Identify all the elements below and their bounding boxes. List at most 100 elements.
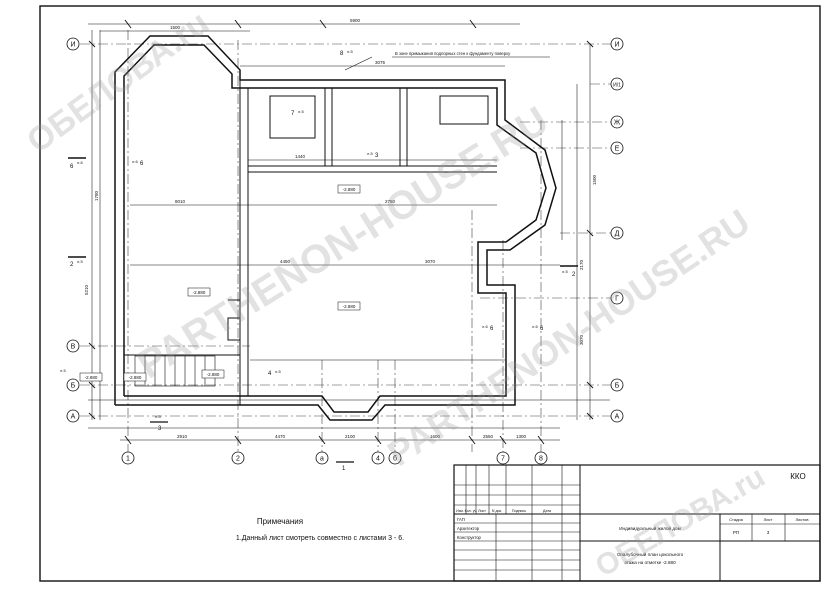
tb-project-name: Индивидуальный жилой дом [619, 525, 681, 531]
dim-mid-a: 8010 [175, 199, 186, 204]
level-mark-3: -2.880 [193, 290, 206, 295]
level-marks: -2.880 -2.880 -2.880 -2.880 -2.880 -2.88… [79, 184, 361, 382]
dim-bottom-a: 2910 [177, 434, 188, 439]
tb-header-kol: Кол. уч. [465, 509, 478, 513]
tb-stage-value: РП [733, 530, 739, 535]
section-6-left: 6 [70, 164, 74, 170]
title-block-roles: ГАП Архитектор Конструктор [457, 517, 482, 540]
tb-stage-header: Стадия [729, 517, 743, 522]
tb-role-architect: Архитектор [457, 526, 480, 531]
dim-top-b: 3075 [375, 60, 386, 65]
dim-right-a: 1500 [592, 174, 597, 185]
dim-mid-e: 2750 [385, 199, 396, 204]
section-5-left-sheet: л.5 [60, 368, 66, 373]
axis-label-right-a: А [615, 414, 620, 421]
fragment-6b: 6 [490, 326, 494, 332]
fragment-6b-sheet: л.6 [482, 324, 488, 329]
title-block-headers: Изм. Кол. уч. Лист N док. Подпись Дата [456, 509, 551, 513]
axis-label-1: 1 [126, 456, 130, 463]
tb-header-ndok: N док. [492, 509, 502, 513]
dim-top-total: 5900 [350, 18, 361, 23]
dim-bottom-c: 2100 [345, 434, 356, 439]
fragment-4: 4 [268, 371, 272, 377]
tb-header-list: Лист [478, 509, 486, 513]
level-mark-5: -2.880 [129, 375, 142, 380]
section-6-left-sheet: л.6 [77, 160, 83, 165]
axis-label-left-a: А [71, 414, 76, 421]
section-5-bottom-sheet: л.5 [155, 414, 161, 419]
notes-heading: Примечания [257, 517, 303, 526]
fragment-3-top-sheet: л.5 [367, 151, 373, 156]
section-marks: 6 л.6 2 л.5 л.5 2 л.5 л.5 3 1 [60, 157, 578, 472]
axis-label-right-d: Д [615, 231, 620, 238]
fragment-4-sheet: л.5 [275, 369, 281, 374]
tb-sheets-header: Листов [796, 517, 809, 522]
tb-role-gap: ГАП [457, 517, 465, 522]
section-2-right: 2 [572, 272, 576, 278]
dim-mid-b: 1440 [295, 154, 306, 159]
axis-label-right-zh: Ж [614, 120, 621, 127]
dim-bottom-f: 1300 [516, 434, 527, 439]
fragment-3-top: 3 [375, 153, 379, 159]
axis-label-a: а [320, 456, 324, 463]
tb-sheet-header: Лист [764, 517, 773, 522]
dim-bottom-d: 1600 [430, 434, 441, 439]
level-mark-4: -2.880 [85, 375, 98, 380]
fragment-marks: 7 л.5 8 л.5 6 л.6 6 л.6 6 л.6 3 л.5 4 л.… [132, 49, 544, 377]
axis-label-right-i: И [614, 42, 619, 49]
axis-label-right-i1: И/1 [613, 82, 621, 88]
dim-bottom-e: 2550 [483, 434, 494, 439]
axis-bubbles-left: И В Б А [66, 37, 80, 423]
section-2-right-sheet: л.5 [562, 269, 568, 274]
dim-left-b: 5210 [84, 284, 89, 295]
axis-label-left-i: И [70, 42, 75, 49]
level-mark-1: -2.880 [343, 187, 356, 192]
level-mark-6: -2.880 [207, 372, 220, 377]
dim-right-c: 3070 [579, 334, 584, 345]
fragment-7: 7 [291, 111, 295, 117]
axis-label-4: 4 [376, 456, 380, 463]
dimension-ticks [88, 19, 594, 445]
axis-label-right-e: Е [615, 146, 620, 153]
tb-header-data: Дата [543, 509, 551, 513]
tb-sheet-value: 3 [767, 530, 770, 535]
section-2-left-sheet: л.5 [77, 259, 83, 264]
interior-walls [124, 80, 497, 405]
fragment-8: 8 [340, 51, 344, 57]
level-mark-2: -2.880 [343, 304, 356, 309]
axis-label-left-b: Б [71, 383, 76, 390]
tb-header-podpis: Подпись [512, 509, 526, 513]
axis-bubbles-bottom: 1 2 а 4 б 7 8 [121, 451, 548, 465]
fragment-8-sheet: л.5 [347, 49, 353, 54]
tb-role-constructor: Конструктор [457, 535, 482, 540]
axis-label-7: 7 [501, 456, 505, 463]
axis-label-left-v: В [71, 344, 76, 351]
axis-label-b: б [393, 455, 397, 463]
section-2-left: 2 [70, 262, 74, 268]
dim-mid-d: 3070 [425, 259, 436, 264]
title-block-texts: Индивидуальный жилой дом Стадия Лист Лис… [617, 472, 809, 565]
tb-header-izm: Изм. [456, 509, 464, 513]
axis-label-right-g: Г [615, 296, 619, 303]
axis-label-8: 8 [539, 456, 543, 463]
fragment-6a-sheet: л.6 [132, 159, 138, 164]
axis-lines [80, 30, 612, 452]
dimension-lines [88, 23, 610, 441]
fragment-7-sheet: л.5 [298, 109, 304, 114]
fragment-6c-sheet: л.6 [532, 324, 538, 329]
dim-top-a: 1500 [170, 25, 181, 30]
dim-mid-c: 4450 [280, 259, 291, 264]
callout-leader [344, 56, 373, 71]
axis-bubbles-right: И И/1 Ж Е Д Г Б А [610, 37, 624, 423]
section-3-bottom: 3 [158, 426, 162, 432]
tb-stamp: ККО [790, 472, 805, 481]
fragment-6a: 6 [140, 161, 144, 167]
dim-bottom-b: 4470 [275, 434, 286, 439]
fragment-6c: 6 [540, 326, 544, 332]
dim-left-a: 1780 [94, 190, 99, 201]
axis-label-right-b: Б [615, 383, 620, 390]
axis-label-2: 2 [236, 456, 240, 463]
wall-outline [114, 35, 557, 421]
